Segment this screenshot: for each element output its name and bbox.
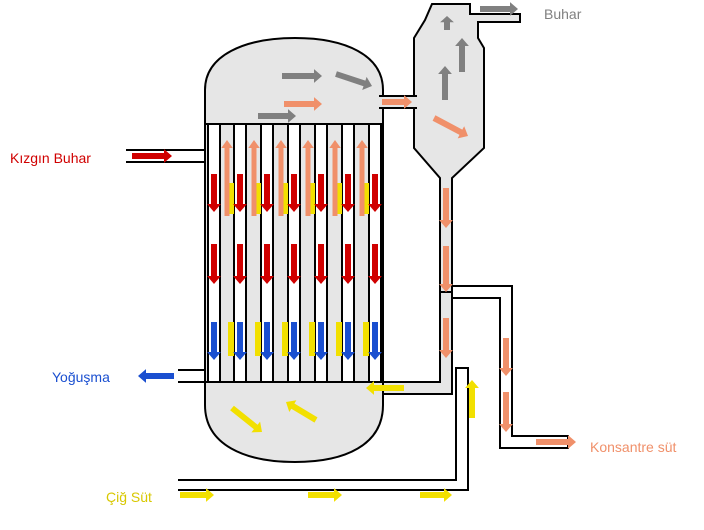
arrow-icon [432,115,468,139]
arrow-icon [341,322,355,360]
arrow-icon [233,174,247,212]
arrow-icon [335,71,372,90]
concentrate-label: Konsantre süt [590,439,676,455]
arrow-icon [455,38,469,72]
arrow-icon [368,244,382,284]
arrow-icon [207,174,221,212]
arrow-icon [258,109,296,123]
arrow-icon [420,488,452,502]
arrow-icon [368,322,382,360]
superheated-steam-label: Kızgın Buhar [10,150,91,166]
milk-film [255,322,261,356]
arrow-icon [368,174,382,212]
arrow-icon [329,140,341,216]
arrow-icon [382,95,412,109]
arrow-icon [180,488,214,502]
milk-film [309,322,315,356]
separator-cyclone [413,3,521,293]
arrow-icon [480,2,518,16]
arrow-icon [221,140,233,216]
arrow-icon [308,488,342,502]
arrow-icon [314,174,328,212]
arrow-icon [260,244,274,284]
raw-milk-label: Çiğ Süt [106,489,152,505]
arrow-icon [287,322,301,360]
arrow-icon [440,16,454,30]
arrow-icon [356,140,368,216]
arrow-icon [465,380,479,418]
concentrate-pipe [452,285,569,449]
bottom-outlet-pipe [382,291,453,395]
arrow-icon [233,244,247,284]
arrow-icon [282,69,322,83]
arrow-icon [248,140,260,216]
arrow-icon [132,149,172,163]
arrow-icon [499,392,513,432]
condensate-outlet-pipe [178,369,205,383]
arrow-icon [366,381,404,395]
milk-film [363,322,369,356]
arrow-icon [439,188,453,228]
milk-film [255,183,261,214]
milk-film [336,183,342,214]
milk-film [309,183,315,214]
arrow-icon [499,338,513,376]
arrow-icon [233,322,247,360]
arrow-icon [314,244,328,284]
arrow-icon [536,435,576,449]
arrow-icon [286,400,318,423]
milk-film [363,183,369,214]
arrow-icon [230,405,262,433]
arrow-icon [341,244,355,284]
arrow-icon [341,174,355,212]
arrow-icon [138,369,174,383]
arrow-icon [302,140,314,216]
arrow-icon [207,244,221,284]
condensate-label: Yoğuşma [52,369,110,385]
arrow-icon [287,244,301,284]
arrow-icon [284,97,322,111]
arrow-icon [439,318,453,358]
arrow-icon [207,322,221,360]
milk-film [282,183,288,214]
arrow-icon [314,322,328,360]
milk-film [228,183,234,214]
arrow-icon [287,174,301,212]
milk-film [228,322,234,356]
arrow-icon [438,66,452,100]
steam-inlet-pipe [126,149,205,163]
raw-milk-pipe [178,367,469,491]
arrow-icon [260,174,274,212]
milk-film [282,322,288,356]
flow-arrows [132,2,576,502]
steam-out-label: Buhar [544,6,582,22]
arrow-icon [260,322,274,360]
arrow-icon [439,246,453,292]
milk-film [336,322,342,356]
arrow-icon [275,140,287,216]
